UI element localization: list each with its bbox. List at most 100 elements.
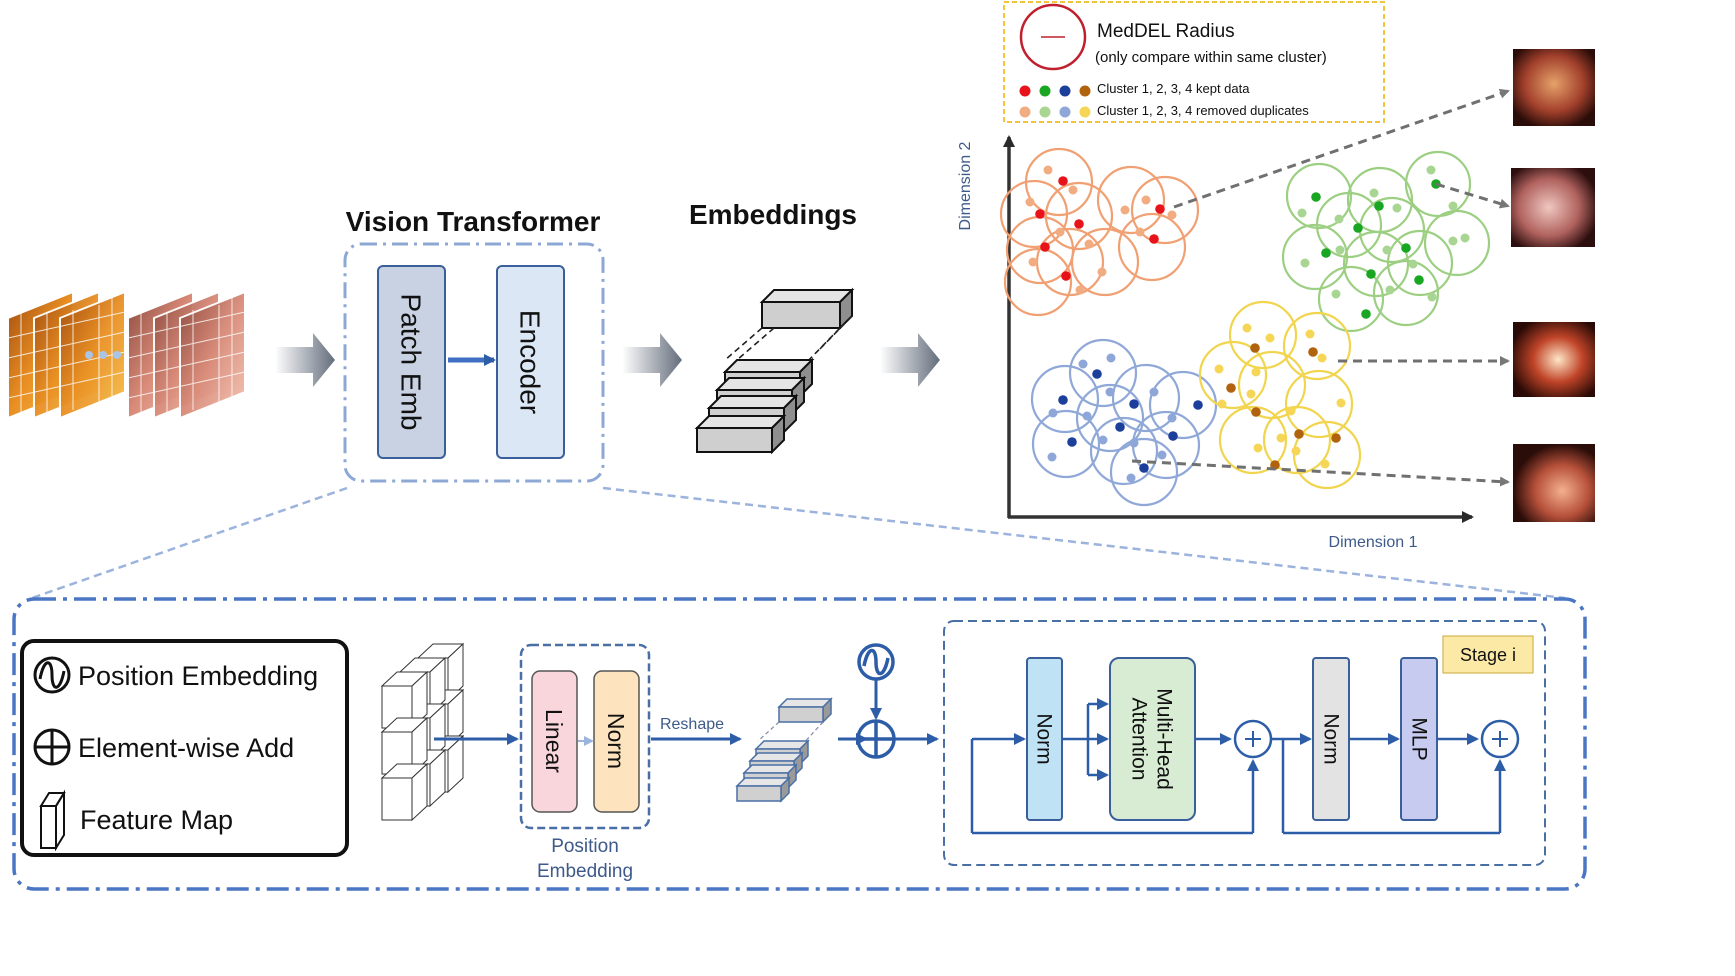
removed-duplicate-dot bbox=[1251, 367, 1261, 377]
transformer-stage: Stage i Norm Multi-Head Attention Norm M… bbox=[943, 620, 1546, 866]
ellipsis-dots bbox=[85, 351, 121, 359]
removed-duplicate-dot bbox=[1265, 333, 1275, 343]
removed-duplicate-dot bbox=[1217, 399, 1227, 409]
legend-removed-dot bbox=[1019, 106, 1031, 118]
patch-emb-label: Patch Emb bbox=[396, 294, 427, 431]
removed-duplicate-dot bbox=[1242, 323, 1252, 333]
element-wise-add-node bbox=[856, 719, 896, 759]
meddel-radius-ring bbox=[1423, 209, 1491, 277]
removed-duplicate-dot bbox=[1426, 165, 1436, 175]
scatter-axes: Dimension 1 Dimension 2 bbox=[957, 135, 1474, 551]
meddel-radius-ring bbox=[1109, 437, 1179, 507]
cluster-3 bbox=[1030, 338, 1218, 507]
stage-frame bbox=[943, 620, 1546, 866]
y-axis-label: Dimension 2 bbox=[957, 141, 974, 230]
removed-duplicate-dot bbox=[1135, 227, 1145, 237]
kept-data-dot bbox=[1061, 271, 1071, 281]
kept-data-dot bbox=[1139, 463, 1149, 473]
meddel-radius-ring bbox=[1198, 340, 1268, 410]
kept-data-dot bbox=[1374, 201, 1384, 211]
meddel-radius-ring bbox=[1070, 227, 1140, 297]
position-embedding-caption-1: Position bbox=[551, 836, 619, 857]
removed-duplicate-dot bbox=[1149, 387, 1159, 397]
legend-element-wise-add: Element-wise Add bbox=[78, 733, 294, 763]
removed-duplicate-dot bbox=[1068, 185, 1078, 195]
linear-box bbox=[531, 670, 578, 813]
legend-removed-dot bbox=[1079, 106, 1091, 118]
meddel-radius-ring bbox=[1044, 181, 1114, 251]
vision-transformer-block: Vision Transformer Patch Emb Encoder bbox=[343, 206, 605, 483]
meddel-radius-ring bbox=[1117, 212, 1187, 282]
kept-data-dot bbox=[1321, 248, 1331, 258]
removed-duplicate-dot bbox=[1025, 197, 1035, 207]
removed-duplicate-dot bbox=[1246, 389, 1256, 399]
zoom-lines bbox=[31, 486, 1566, 600]
legend-kept-label: Cluster 1, 2, 3, 4 kept data bbox=[1097, 81, 1250, 96]
feature-map-cube bbox=[380, 762, 429, 822]
removed-duplicate-dot bbox=[1291, 446, 1301, 456]
mha-label-line1: Multi-Head bbox=[1153, 688, 1176, 790]
removed-duplicate-dot bbox=[1276, 433, 1286, 443]
removed-duplicate-dot bbox=[1048, 408, 1058, 418]
scatter-legend: MedDEL Radius (only compare within same … bbox=[1003, 1, 1385, 123]
meddel-radius-ring bbox=[1342, 230, 1410, 298]
meddel-radius-ring bbox=[1282, 311, 1352, 381]
meddel-radius-ring bbox=[1228, 300, 1298, 370]
kept-data-dot bbox=[1366, 269, 1376, 279]
removed-duplicate-dot bbox=[1448, 236, 1458, 246]
kept-data-dot bbox=[1226, 383, 1236, 393]
vision-transformer-frame bbox=[343, 242, 605, 483]
meddel-radius-note: (only compare within same cluster) bbox=[1095, 49, 1327, 66]
kept-data-dot bbox=[1058, 176, 1068, 186]
sample-image-2 bbox=[1511, 168, 1595, 247]
position-embedding-caption-2: Embedding bbox=[537, 861, 633, 882]
detail-legend: Position Embedding Element-wise Add Feat… bbox=[20, 639, 349, 857]
removed-duplicate-dot bbox=[1448, 201, 1458, 211]
meddel-radius-ring bbox=[1068, 338, 1138, 408]
removed-duplicate-dot bbox=[1214, 364, 1224, 374]
kept-data-dot bbox=[1294, 429, 1304, 439]
legend-kept-dots bbox=[1019, 85, 1091, 97]
removed-duplicate-dot bbox=[1028, 257, 1038, 267]
meddel-radius-ring bbox=[1075, 383, 1145, 453]
cluster-1 bbox=[999, 147, 1200, 317]
removed-duplicate-dot bbox=[1078, 359, 1088, 369]
flow-arrow-3 bbox=[880, 333, 940, 387]
link-green-to-image bbox=[1435, 182, 1510, 209]
stage-label: Stage i bbox=[1460, 645, 1516, 665]
removed-duplicate-dot bbox=[1098, 435, 1108, 445]
removed-duplicate-dot bbox=[1075, 285, 1085, 295]
linear-label: Linear bbox=[541, 709, 567, 773]
meddel-radius-ring bbox=[1281, 223, 1349, 291]
encoder-box bbox=[496, 265, 565, 459]
x-axis-label: Dimension 1 bbox=[1329, 534, 1418, 551]
embeddings-block: Embeddings bbox=[689, 199, 857, 455]
legend-kept-dot bbox=[1079, 85, 1091, 97]
kept-data-dot bbox=[1331, 433, 1341, 443]
kept-data-dot bbox=[1414, 275, 1424, 285]
removed-duplicate-dot bbox=[1105, 387, 1115, 397]
residual-add-2 bbox=[1480, 719, 1520, 759]
meddel-radius-ring bbox=[1130, 175, 1200, 245]
removed-duplicate-dot bbox=[1335, 245, 1345, 255]
feature-map-icon bbox=[39, 789, 66, 852]
removed-duplicate-dot bbox=[1305, 329, 1315, 339]
removed-duplicate-dot bbox=[1167, 210, 1177, 220]
removed-duplicate-dot bbox=[1369, 188, 1379, 198]
removed-duplicate-dot bbox=[1286, 406, 1296, 416]
detail-legend-box bbox=[20, 639, 349, 857]
feature-map-grid bbox=[380, 642, 465, 822]
meddel-radius-ring bbox=[1003, 247, 1073, 317]
stage-badge bbox=[1442, 635, 1534, 674]
removed-duplicate-dot bbox=[1331, 289, 1341, 299]
removed-duplicate-dot bbox=[1043, 165, 1053, 175]
removed-duplicate-dot bbox=[1334, 214, 1344, 224]
mha-box bbox=[1109, 657, 1196, 821]
reshaped-embeddings bbox=[735, 697, 833, 803]
removed-duplicate-dot bbox=[1382, 245, 1392, 255]
meddel-radius-ring bbox=[1386, 229, 1454, 297]
kept-data-dot bbox=[1250, 343, 1260, 353]
cluster-link-arrows bbox=[1131, 88, 1510, 487]
mlp-label: MLP bbox=[1408, 717, 1431, 760]
